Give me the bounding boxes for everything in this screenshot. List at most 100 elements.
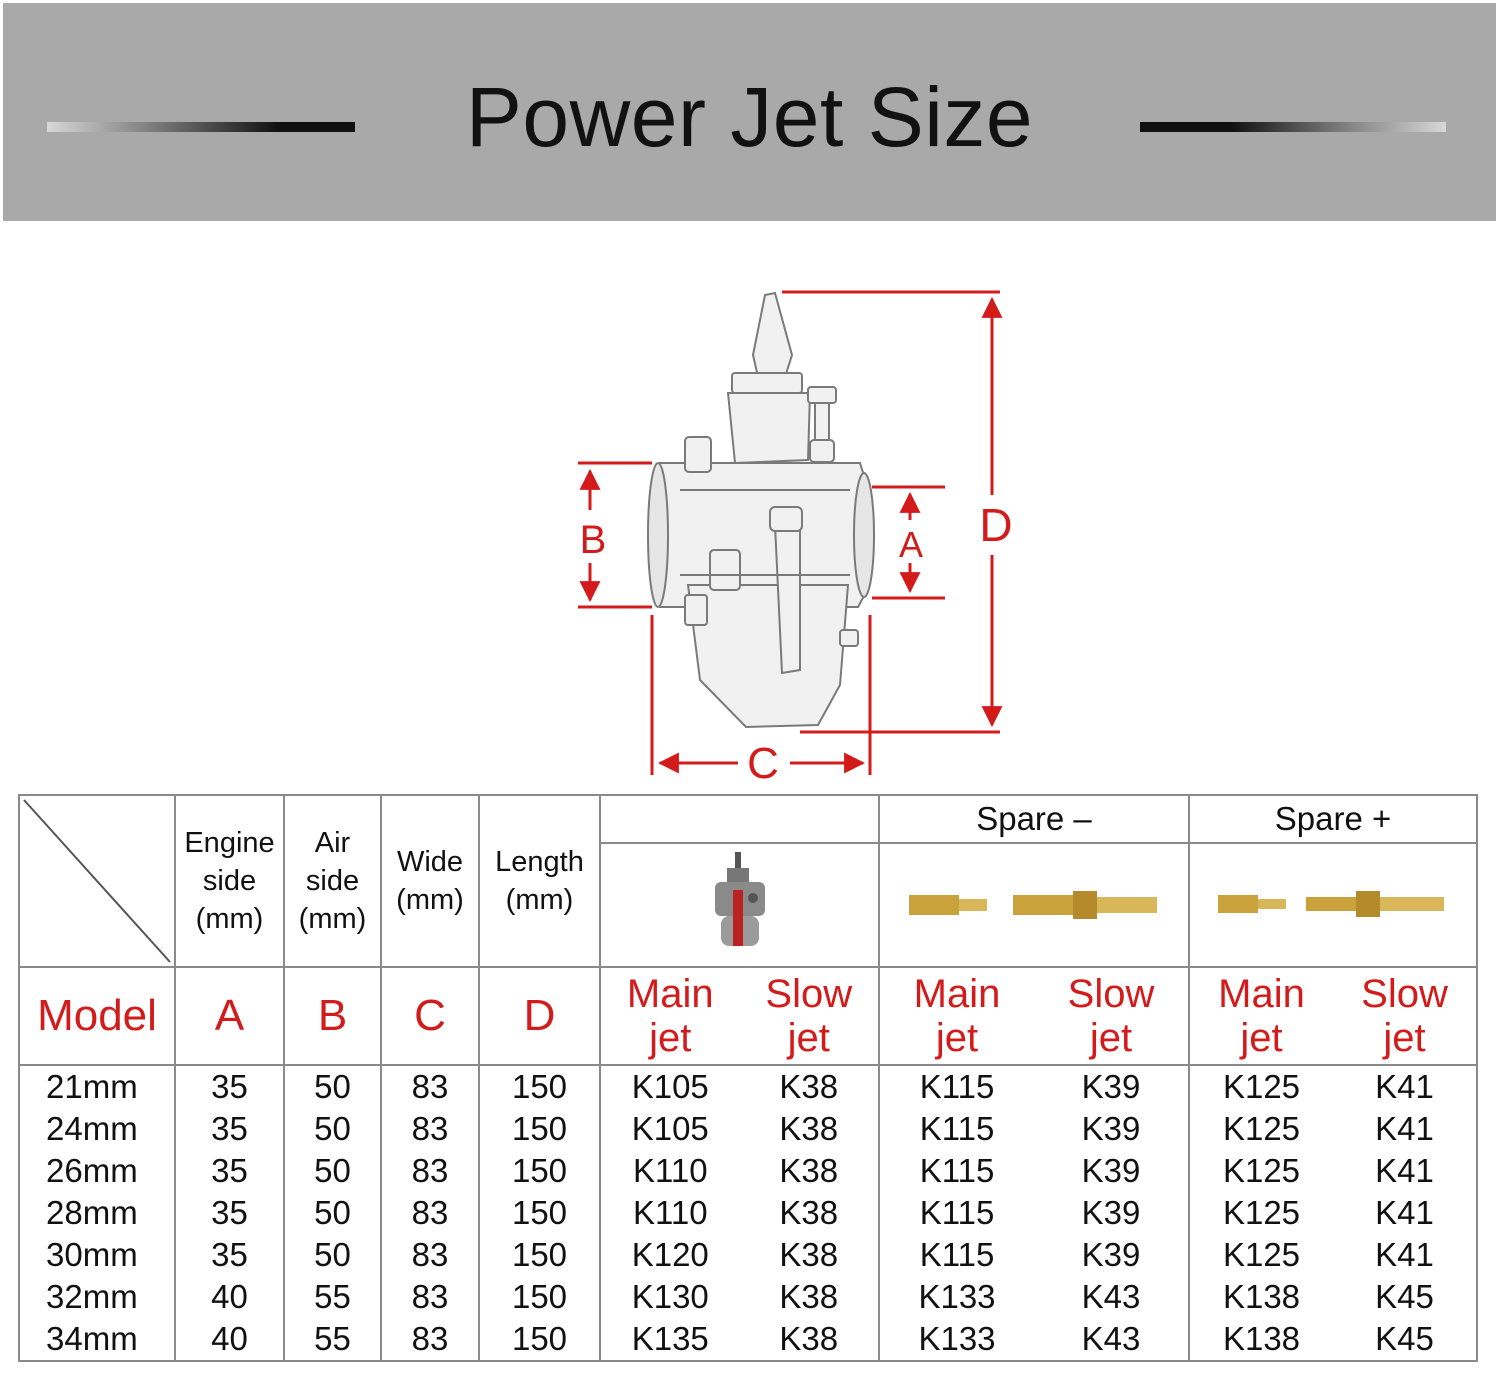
spare-plus-jets-cell: K125 K41	[1188, 1065, 1478, 1108]
air-side-cell: 50	[283, 1108, 382, 1150]
air-side-cell: 50	[283, 1234, 382, 1276]
slow-jet-value: K38	[779, 1110, 839, 1147]
dimension-label-a: A	[899, 524, 923, 565]
standard-jets-cell: K120 K38	[599, 1234, 880, 1276]
model-cell: 30mm	[18, 1234, 176, 1276]
dimension-label-b: B	[580, 518, 607, 562]
model-label-cell: Model	[18, 966, 176, 1066]
wide-cell: 83	[380, 1150, 480, 1192]
standard-jet-header-blank	[599, 794, 880, 844]
length-cell: 150	[478, 1065, 601, 1108]
main-jet-value: K125	[1222, 1194, 1301, 1231]
slow-jet-value: K43	[1081, 1320, 1141, 1357]
wide-header: Wide (mm)	[380, 794, 480, 968]
length-cell: 150	[478, 1276, 601, 1318]
slow-jet-value: K38	[779, 1236, 839, 1273]
slow-jet-value: K39	[1081, 1236, 1141, 1273]
table-image-row	[19, 842, 1478, 968]
main-jet-value: K115	[919, 1110, 995, 1147]
main-jet-value: K115	[919, 1194, 995, 1231]
main-jet-value: K135	[631, 1320, 709, 1357]
diagonal-line	[23, 799, 171, 963]
title-banner: Power Jet Size	[3, 3, 1496, 221]
main-jet-value: K105	[631, 1068, 709, 1105]
main-jet-value: K133	[918, 1320, 996, 1357]
spare-minus-header: Spare –	[878, 794, 1190, 844]
carburetor-thumb-cell	[599, 842, 880, 968]
wide-cell: 83	[380, 1065, 480, 1108]
slow-jet-value: K39	[1081, 1068, 1141, 1105]
model-cell: 34mm	[18, 1318, 176, 1362]
main-jet-value: K115	[919, 1152, 995, 1189]
model-cell: 28mm	[18, 1192, 176, 1234]
length-cell: 150	[478, 1108, 601, 1150]
slow-jet-value: K43	[1081, 1278, 1141, 1315]
main-jet-value: K138	[1222, 1320, 1301, 1357]
corner-cell	[18, 794, 176, 968]
slow-jet-value: K41	[1375, 1236, 1434, 1273]
main-jet-value: K125	[1222, 1068, 1301, 1105]
spare-plus-jets-cell: K125 K41	[1188, 1150, 1478, 1192]
wide-cell: 83	[380, 1276, 480, 1318]
engine-side-cell: 35	[174, 1065, 285, 1108]
spare-plus-jets-cell: K125 K41	[1188, 1108, 1478, 1150]
engine-side-cell: 35	[174, 1192, 285, 1234]
standard-jets-cell: K135 K38	[599, 1318, 880, 1362]
spare-plus-jets-cell: K125 K41	[1188, 1234, 1478, 1276]
carburetor-thumbnail-icon	[714, 852, 765, 946]
main-jet-value: K138	[1222, 1278, 1301, 1315]
model-cell: 26mm	[18, 1150, 176, 1192]
main-jet-value: K133	[918, 1278, 996, 1315]
main-jet-value: K125	[1222, 1110, 1301, 1147]
slow-jet-value: K38	[779, 1068, 839, 1105]
air-side-header: Air side (mm)	[283, 794, 382, 968]
slow-jet-value: K39	[1081, 1110, 1141, 1147]
main-jet-value: K130	[631, 1278, 709, 1315]
length-header: Length (mm)	[478, 794, 601, 968]
spare-minus-jets-cell: K115 K39	[878, 1108, 1190, 1150]
slow-jet-value: K45	[1375, 1278, 1434, 1315]
engine-side-cell: 40	[174, 1276, 285, 1318]
wide-cell: 83	[380, 1192, 480, 1234]
decorative-rule-right	[1140, 122, 1446, 132]
carburetor-image	[647, 291, 875, 729]
main-jet-value: K125	[1222, 1152, 1301, 1189]
spare-plus-header: Spare +	[1188, 794, 1478, 844]
engine-side-header: Engine side (mm)	[174, 794, 285, 968]
engine-side-cell: 35	[174, 1150, 285, 1192]
main-jet-value: K120	[631, 1236, 709, 1273]
slow-jet-value: K39	[1081, 1194, 1141, 1231]
main-jet-value: K115	[919, 1068, 995, 1105]
slow-jet-value: K41	[1375, 1068, 1434, 1105]
slow-jet-value: K38	[779, 1194, 839, 1231]
slow-jet-value: K41	[1375, 1152, 1434, 1189]
slow-jet-value: K38	[779, 1152, 839, 1189]
letter-d-cell: D	[478, 966, 601, 1066]
model-cell: 21mm	[18, 1065, 176, 1108]
spare-plus-jets-image-cell	[1188, 842, 1478, 968]
main-jet-value: K125	[1222, 1236, 1301, 1273]
slow-jet-value: K41	[1375, 1110, 1434, 1147]
jet-size-table: Engine side (mm) Air side (mm) Wide (mm)…	[18, 794, 1478, 1362]
main-jet-value: K110	[632, 1152, 708, 1189]
dimension-label-d: D	[979, 499, 1012, 551]
letter-c-cell: C	[380, 966, 480, 1066]
spare-minus-jets-cell: K133 K43	[878, 1318, 1190, 1362]
wide-cell: 83	[380, 1318, 480, 1362]
spare-minus-jets-cell: K115 K39	[878, 1192, 1190, 1234]
slow-jet-value: K38	[779, 1320, 839, 1357]
dimension-lines	[578, 290, 1003, 775]
letter-b-cell: B	[283, 966, 382, 1066]
air-side-cell: 50	[283, 1065, 382, 1108]
